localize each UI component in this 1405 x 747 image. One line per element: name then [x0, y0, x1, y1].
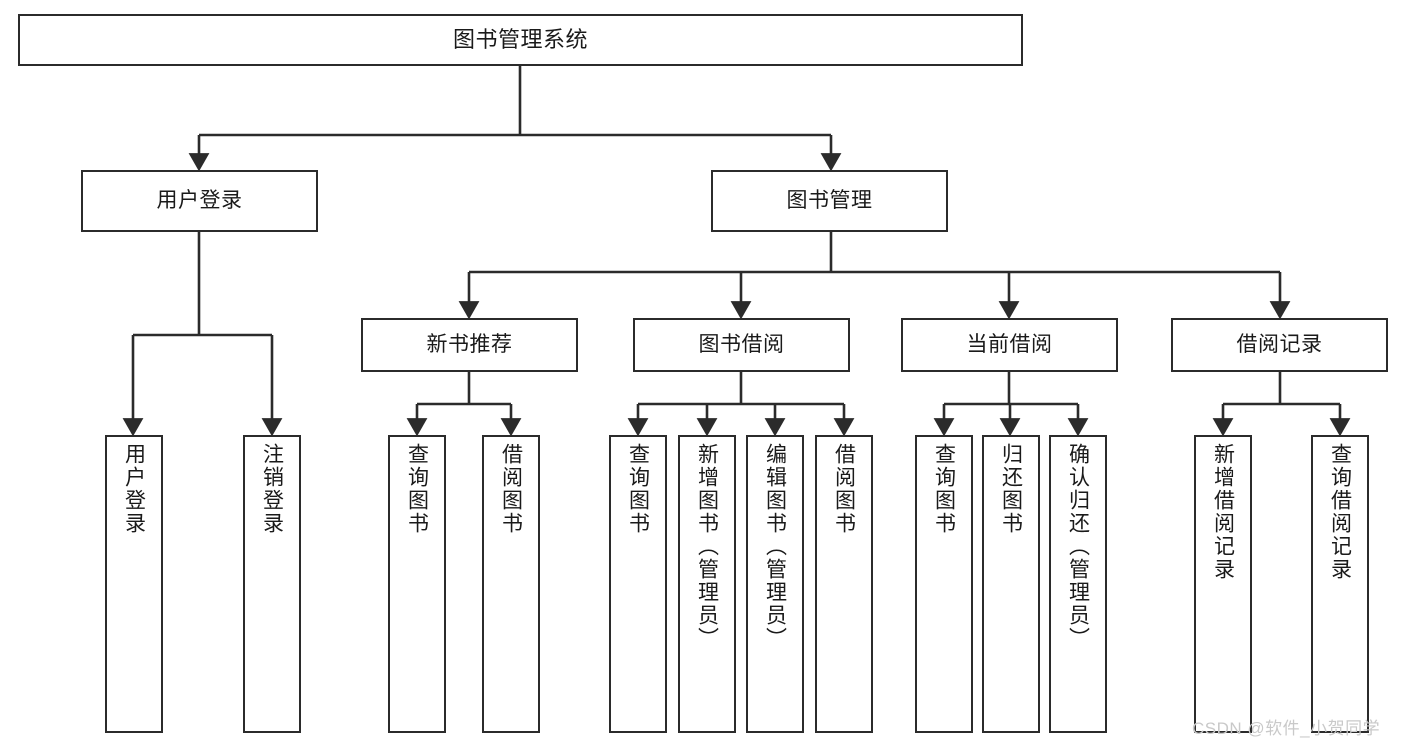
csdn-watermark: CSDN @软件_小贺同学: [1192, 719, 1381, 738]
node-label: 新增借阅记录: [1211, 443, 1235, 581]
node-label: 查询图书: [405, 443, 429, 535]
node-label: 图书管理: [786, 188, 873, 212]
node-label: 编辑图书（管理员）: [763, 443, 787, 650]
node-label: 查询图书: [932, 443, 956, 535]
node-label: 用户登录: [122, 443, 146, 535]
leaf-new-book-borrow[interactable]: 借阅图书: [482, 435, 540, 733]
node-current-borrowing[interactable]: 当前借阅: [901, 318, 1118, 372]
leaf-records-add-record[interactable]: 新增借阅记录: [1194, 435, 1252, 733]
node-label: 查询借阅记录: [1328, 443, 1352, 581]
node-user-login[interactable]: 用户登录: [81, 170, 318, 232]
leaf-current-query-book[interactable]: 查询图书: [915, 435, 973, 733]
node-label: 确认归还（管理员）: [1066, 443, 1090, 650]
leaf-borrow-add-book-admin[interactable]: 新增图书（管理员）: [678, 435, 736, 733]
leaf-borrow-borrow-book[interactable]: 借阅图书: [815, 435, 873, 733]
leaf-new-book-query[interactable]: 查询图书: [388, 435, 446, 733]
node-new-book-recommendation[interactable]: 新书推荐: [361, 318, 578, 372]
node-label: 新书推荐: [426, 332, 513, 356]
node-label: 借阅记录: [1236, 332, 1323, 356]
leaf-current-confirm-return-admin[interactable]: 确认归还（管理员）: [1049, 435, 1107, 733]
node-book-borrowing[interactable]: 图书借阅: [633, 318, 850, 372]
node-label: 借阅图书: [499, 443, 523, 535]
node-label: 当前借阅: [966, 332, 1053, 356]
node-label: 查询图书: [626, 443, 650, 535]
node-label: 用户登录: [156, 188, 243, 212]
node-root-book-management-system[interactable]: 图书管理系统: [18, 14, 1023, 66]
node-book-management[interactable]: 图书管理: [711, 170, 948, 232]
leaf-borrow-query-book[interactable]: 查询图书: [609, 435, 667, 733]
leaf-user-login-login[interactable]: 用户登录: [105, 435, 163, 733]
leaf-current-return-book[interactable]: 归还图书: [982, 435, 1040, 733]
node-label: 借阅图书: [832, 443, 856, 535]
leaf-records-query-record[interactable]: 查询借阅记录: [1311, 435, 1369, 733]
leaf-user-login-logout[interactable]: 注销登录: [243, 435, 301, 733]
node-label: 新增图书（管理员）: [695, 443, 719, 650]
leaf-borrow-edit-book-admin[interactable]: 编辑图书（管理员）: [746, 435, 804, 733]
node-label: 注销登录: [260, 443, 284, 535]
node-label: 归还图书: [999, 443, 1023, 535]
node-label: 图书借阅: [698, 332, 785, 356]
node-borrow-records[interactable]: 借阅记录: [1171, 318, 1388, 372]
node-label: 图书管理系统: [452, 27, 588, 53]
